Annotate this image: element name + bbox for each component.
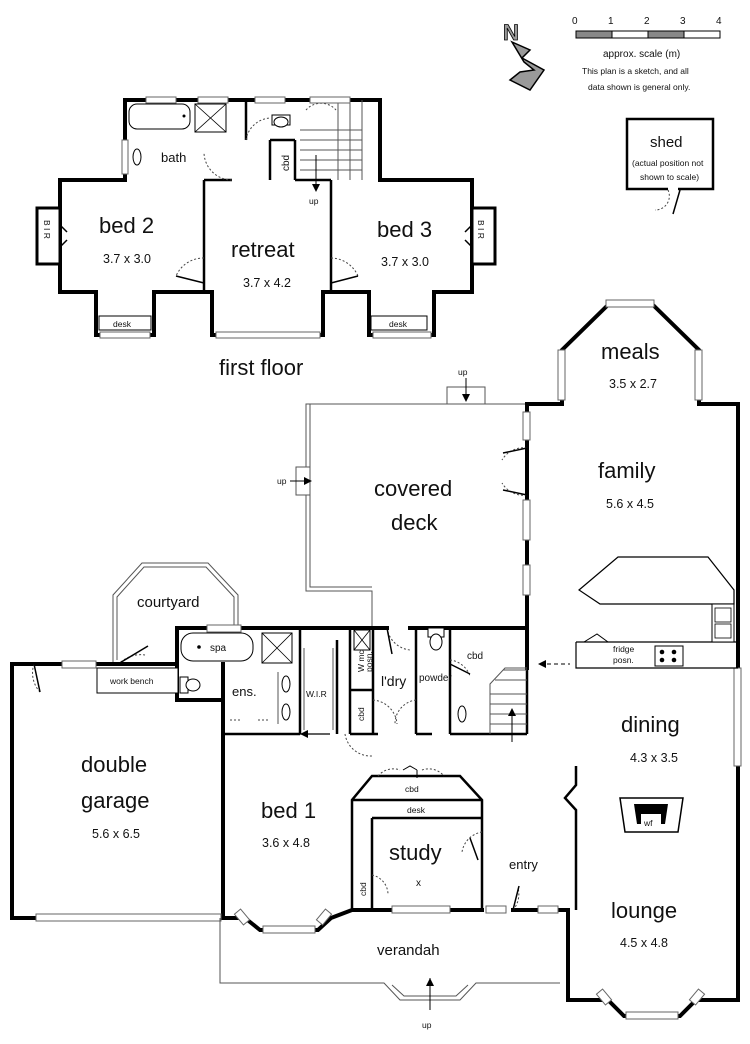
scale-tick-4: 4	[716, 16, 722, 27]
first-floor-plan: bath cbd up B I R B I R desk desk bed 2 …	[35, 96, 497, 380]
north-arrow-icon: N	[503, 20, 546, 91]
study-x-label: x	[416, 878, 421, 889]
retreat-name: retreat	[231, 237, 295, 262]
powder-label: powder	[419, 673, 452, 684]
first-floor-title: first floor	[219, 355, 303, 380]
garage-dim: 5.6 x 6.5	[92, 827, 140, 841]
ground-floor-plan: meals 3.5 x 2.7 family 5.6 x 4.5 covered…	[10, 299, 742, 1030]
gf-cbd-stair: cbd	[467, 651, 483, 662]
study-name: study	[389, 840, 442, 865]
covered-deck-line1: covered	[374, 476, 452, 501]
lounge-dim: 4.5 x 4.8	[620, 936, 668, 950]
bed1-name: bed 1	[261, 798, 316, 823]
family-dim: 5.6 x 4.5	[606, 497, 654, 511]
retreat-dim: 3.7 x 4.2	[243, 276, 291, 290]
verandah-label: verandah	[377, 942, 440, 959]
meals-dim: 3.5 x 2.7	[609, 377, 657, 391]
dining-dim: 4.3 x 3.5	[630, 751, 678, 765]
work-bench-label: work bench	[109, 676, 154, 686]
fireplace-label: wf	[643, 818, 653, 828]
double-garage-line1: double	[81, 752, 147, 777]
covered-deck-line2: deck	[391, 510, 438, 535]
family-name: family	[598, 458, 655, 483]
entry-label: entry	[509, 857, 538, 872]
study-cbd-label: cbd	[405, 784, 419, 794]
ground-floor-stairs	[489, 667, 527, 742]
ens-label: ens.	[232, 684, 257, 699]
shed-name: shed	[650, 134, 683, 151]
bed1-dim: 3.6 x 4.8	[262, 836, 310, 850]
dining-name: dining	[621, 712, 680, 737]
shed-note-1: (actual position not	[632, 158, 704, 168]
compass-letter: N	[503, 20, 519, 45]
shed: shed (actual position not shown to scale…	[625, 117, 715, 215]
scale-note-1: This plan is a sketch, and all	[582, 66, 689, 76]
bir-left-label: B I R	[42, 220, 52, 239]
fridge-label-2: posn.	[613, 655, 634, 665]
scale-label: approx. scale (m)	[603, 49, 680, 60]
bed2-desk-label: desk	[113, 319, 132, 329]
double-garage-line2: garage	[81, 788, 150, 813]
ldry-label: l'dry	[381, 673, 406, 689]
bed3-dim: 3.7 x 3.0	[381, 255, 429, 269]
wm-label-2: posn.	[364, 651, 374, 672]
bath-label: bath	[161, 150, 186, 165]
shed-note-2: shown to scale)	[640, 172, 699, 182]
deck-up-label: up	[458, 367, 468, 377]
gf-cbd-laundry: cbd	[356, 707, 366, 721]
lounge-name: lounge	[611, 898, 677, 923]
scale-tick-0: 0	[572, 16, 578, 27]
deck-side-up-label: up	[277, 476, 287, 486]
ff-cbd-label: cbd	[281, 155, 292, 171]
scale-tick-1: 1	[608, 16, 614, 27]
wir-label: W.I.R	[306, 689, 327, 699]
ff-up-label: up	[309, 196, 319, 206]
fridge-label-1: fridge	[613, 644, 635, 654]
bed2-dim: 3.7 x 3.0	[103, 252, 151, 266]
study-side-cbd: cbd	[358, 882, 368, 896]
bed3-name: bed 3	[377, 217, 432, 242]
meals-name: meals	[601, 339, 660, 364]
scale-note-2: data shown is general only.	[588, 82, 690, 92]
verandah-up-label: up	[422, 1020, 432, 1030]
bed2-name: bed 2	[99, 213, 154, 238]
spa-label: spa	[210, 643, 227, 654]
bed3-desk-label: desk	[389, 319, 408, 329]
scale-tick-2: 2	[644, 16, 650, 27]
scale-bar: 0 1 2 3 4 approx. scale (m) This plan is…	[572, 16, 722, 92]
courtyard-label: courtyard	[137, 594, 200, 611]
study-desk-label: desk	[407, 805, 426, 815]
wm-label-1: W mc	[356, 650, 366, 672]
scale-tick-3: 3	[680, 16, 686, 27]
first-floor-stairs	[300, 100, 363, 192]
bir-right-label: B I R	[476, 220, 486, 239]
